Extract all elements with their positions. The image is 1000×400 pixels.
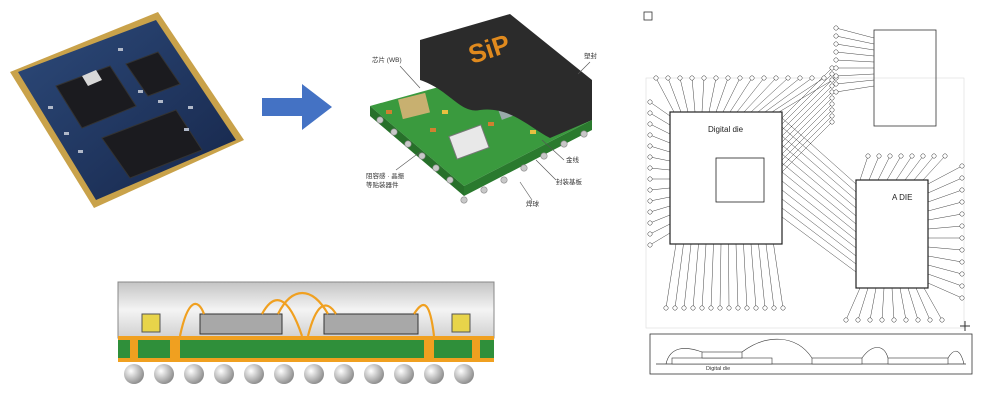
side-view-analog-die — [811, 357, 863, 365]
side-view-digital-die — [671, 357, 773, 365]
chip-crystal — [82, 70, 102, 86]
bond-wire-fan — [649, 27, 963, 321]
analog-die — [855, 179, 929, 289]
callout-mold: 塑封 — [584, 51, 598, 60]
callout-smt-devices: 等贴装器件 — [366, 180, 399, 189]
chip-memory-2 — [101, 109, 203, 179]
passive-right — [451, 313, 471, 333]
solder-ball-row — [124, 364, 474, 384]
digital-die-core — [715, 157, 765, 203]
corner-marker — [643, 11, 653, 21]
digital-die — [669, 111, 783, 245]
bonding-diagram: Digital die A DIE Digital die — [643, 11, 973, 375]
callout-chip-wb: 芯片 (WB) — [372, 55, 402, 64]
callout-solder-ball: 焊球 — [526, 199, 540, 208]
substrate-traces — [118, 336, 494, 362]
passive-left — [141, 313, 161, 333]
digital-die-label: Digital die — [708, 125, 744, 134]
smd-components — [48, 48, 193, 153]
lead-pads — [647, 25, 965, 323]
callout-passives: 阻容感 · 晶振 — [366, 171, 405, 180]
die-left — [199, 313, 283, 335]
chip-memory-1 — [125, 51, 181, 97]
plus-icon — [960, 321, 970, 331]
sip-solder-balls — [376, 116, 588, 204]
mold-compound — [117, 281, 495, 339]
som-board-illustration — [10, 12, 244, 208]
package-cross-section — [117, 281, 495, 384]
callout-gold-wire: 金线 — [566, 155, 580, 164]
sip-mold-cap — [420, 14, 592, 138]
side-view-wires — [665, 338, 965, 365]
reference-box — [873, 29, 937, 127]
die-right — [323, 313, 419, 335]
analog-die-label: A DIE — [892, 193, 912, 202]
right-arrow-icon — [262, 84, 332, 130]
bond-wires — [178, 291, 436, 337]
sip-cutaway-illustration: SiP 芯片 (WB) 塑封 金线 封装基板 焊球 阻容感 · 晶振 等贴装器件 — [366, 14, 598, 208]
side-view-label: Digital die — [706, 366, 730, 372]
callout-substrate: 封装基板 — [556, 177, 583, 186]
side-view-frame — [649, 333, 973, 375]
